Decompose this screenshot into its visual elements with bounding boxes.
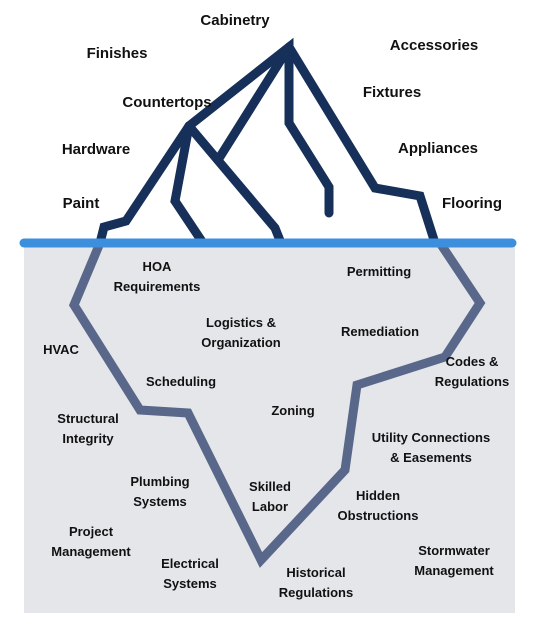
label-cabinetry: Cabinetry — [200, 12, 270, 29]
label-electrical-line1: Electrical — [161, 556, 219, 571]
iceberg-inner-ridge — [170, 121, 208, 248]
label-remediation: Remediation — [340, 324, 420, 339]
label-plumbing-line2: Systems — [133, 494, 187, 509]
label-hoa-requirements: HOA Requirements — [114, 257, 201, 297]
label-structural-line2: Integrity — [62, 431, 114, 446]
label-paint: Paint — [62, 195, 100, 212]
label-logistics-line1: Logistics & — [205, 315, 277, 330]
label-utility-line1: Utility Connections — [371, 430, 491, 445]
label-logistics-line2: Organization — [201, 335, 281, 350]
label-electrical-systems: Electrical Systems — [161, 554, 219, 594]
label-hidden-line1: Hidden — [355, 488, 401, 503]
label-hardware: Hardware — [61, 141, 131, 158]
label-stormwater-line1: Stormwater — [418, 543, 490, 558]
label-plumbing-line1: Plumbing — [130, 474, 190, 489]
label-project-line2: Management — [51, 544, 131, 559]
label-project-line1: Project — [68, 524, 114, 539]
iceberg-peak-ridge — [284, 42, 440, 248]
label-skilled-line1: Skilled — [249, 479, 291, 494]
label-hoa-line2: Requirements — [113, 279, 201, 294]
label-historical-line2: Regulations — [278, 585, 354, 600]
label-flooring: Flooring — [442, 195, 502, 212]
label-historical-line1: Historical — [286, 565, 346, 580]
label-historical-regulations: Historical Regulations — [279, 563, 353, 603]
label-stormwater-management: Stormwater Management — [414, 541, 493, 581]
label-skilled-labor: Skilled Labor — [249, 477, 291, 517]
label-finishes: Finishes — [86, 45, 148, 62]
label-permitting: Permitting — [346, 264, 412, 279]
label-accessories: Accessories — [389, 37, 479, 54]
label-project-management: Project Management — [51, 522, 130, 562]
label-fixtures: Fixtures — [362, 84, 422, 101]
label-hvac: HVAC — [43, 342, 79, 357]
label-hoa-line1: HOA — [142, 259, 172, 274]
label-codes-line2: Regulations — [434, 374, 510, 389]
iceberg-inner-ridge-2 — [184, 121, 286, 248]
label-scheduling: Scheduling — [145, 374, 217, 389]
label-structural-line1: Structural — [57, 411, 119, 426]
label-skilled-line2: Labor — [251, 499, 289, 514]
label-electrical-line2: Systems — [163, 576, 217, 591]
label-utility-line2: & Easements — [390, 450, 472, 465]
iceberg-visible-peaks — [95, 37, 334, 248]
iceberg-inner-ridge-3 — [213, 42, 294, 165]
label-countertops: Countertops — [122, 94, 212, 111]
iceberg-submerged-outline — [68, 238, 486, 568]
label-codes-regulations: Codes & Regulations — [435, 352, 509, 392]
label-stormwater-line2: Management — [414, 563, 494, 578]
label-codes-line1: Codes & — [445, 354, 499, 369]
label-hidden-line2: Obstructions — [337, 508, 419, 523]
label-utility-connections-easements: Utility Connections & Easements — [372, 428, 490, 468]
label-appliances: Appliances — [397, 140, 479, 157]
label-plumbing-systems: Plumbing Systems — [130, 472, 189, 512]
label-zoning: Zoning — [271, 403, 315, 418]
label-logistics-organization: Logistics & Organization — [201, 313, 280, 353]
label-hidden-obstructions: Hidden Obstructions — [338, 486, 419, 526]
label-structural-integrity: Structural Integrity — [57, 409, 118, 449]
